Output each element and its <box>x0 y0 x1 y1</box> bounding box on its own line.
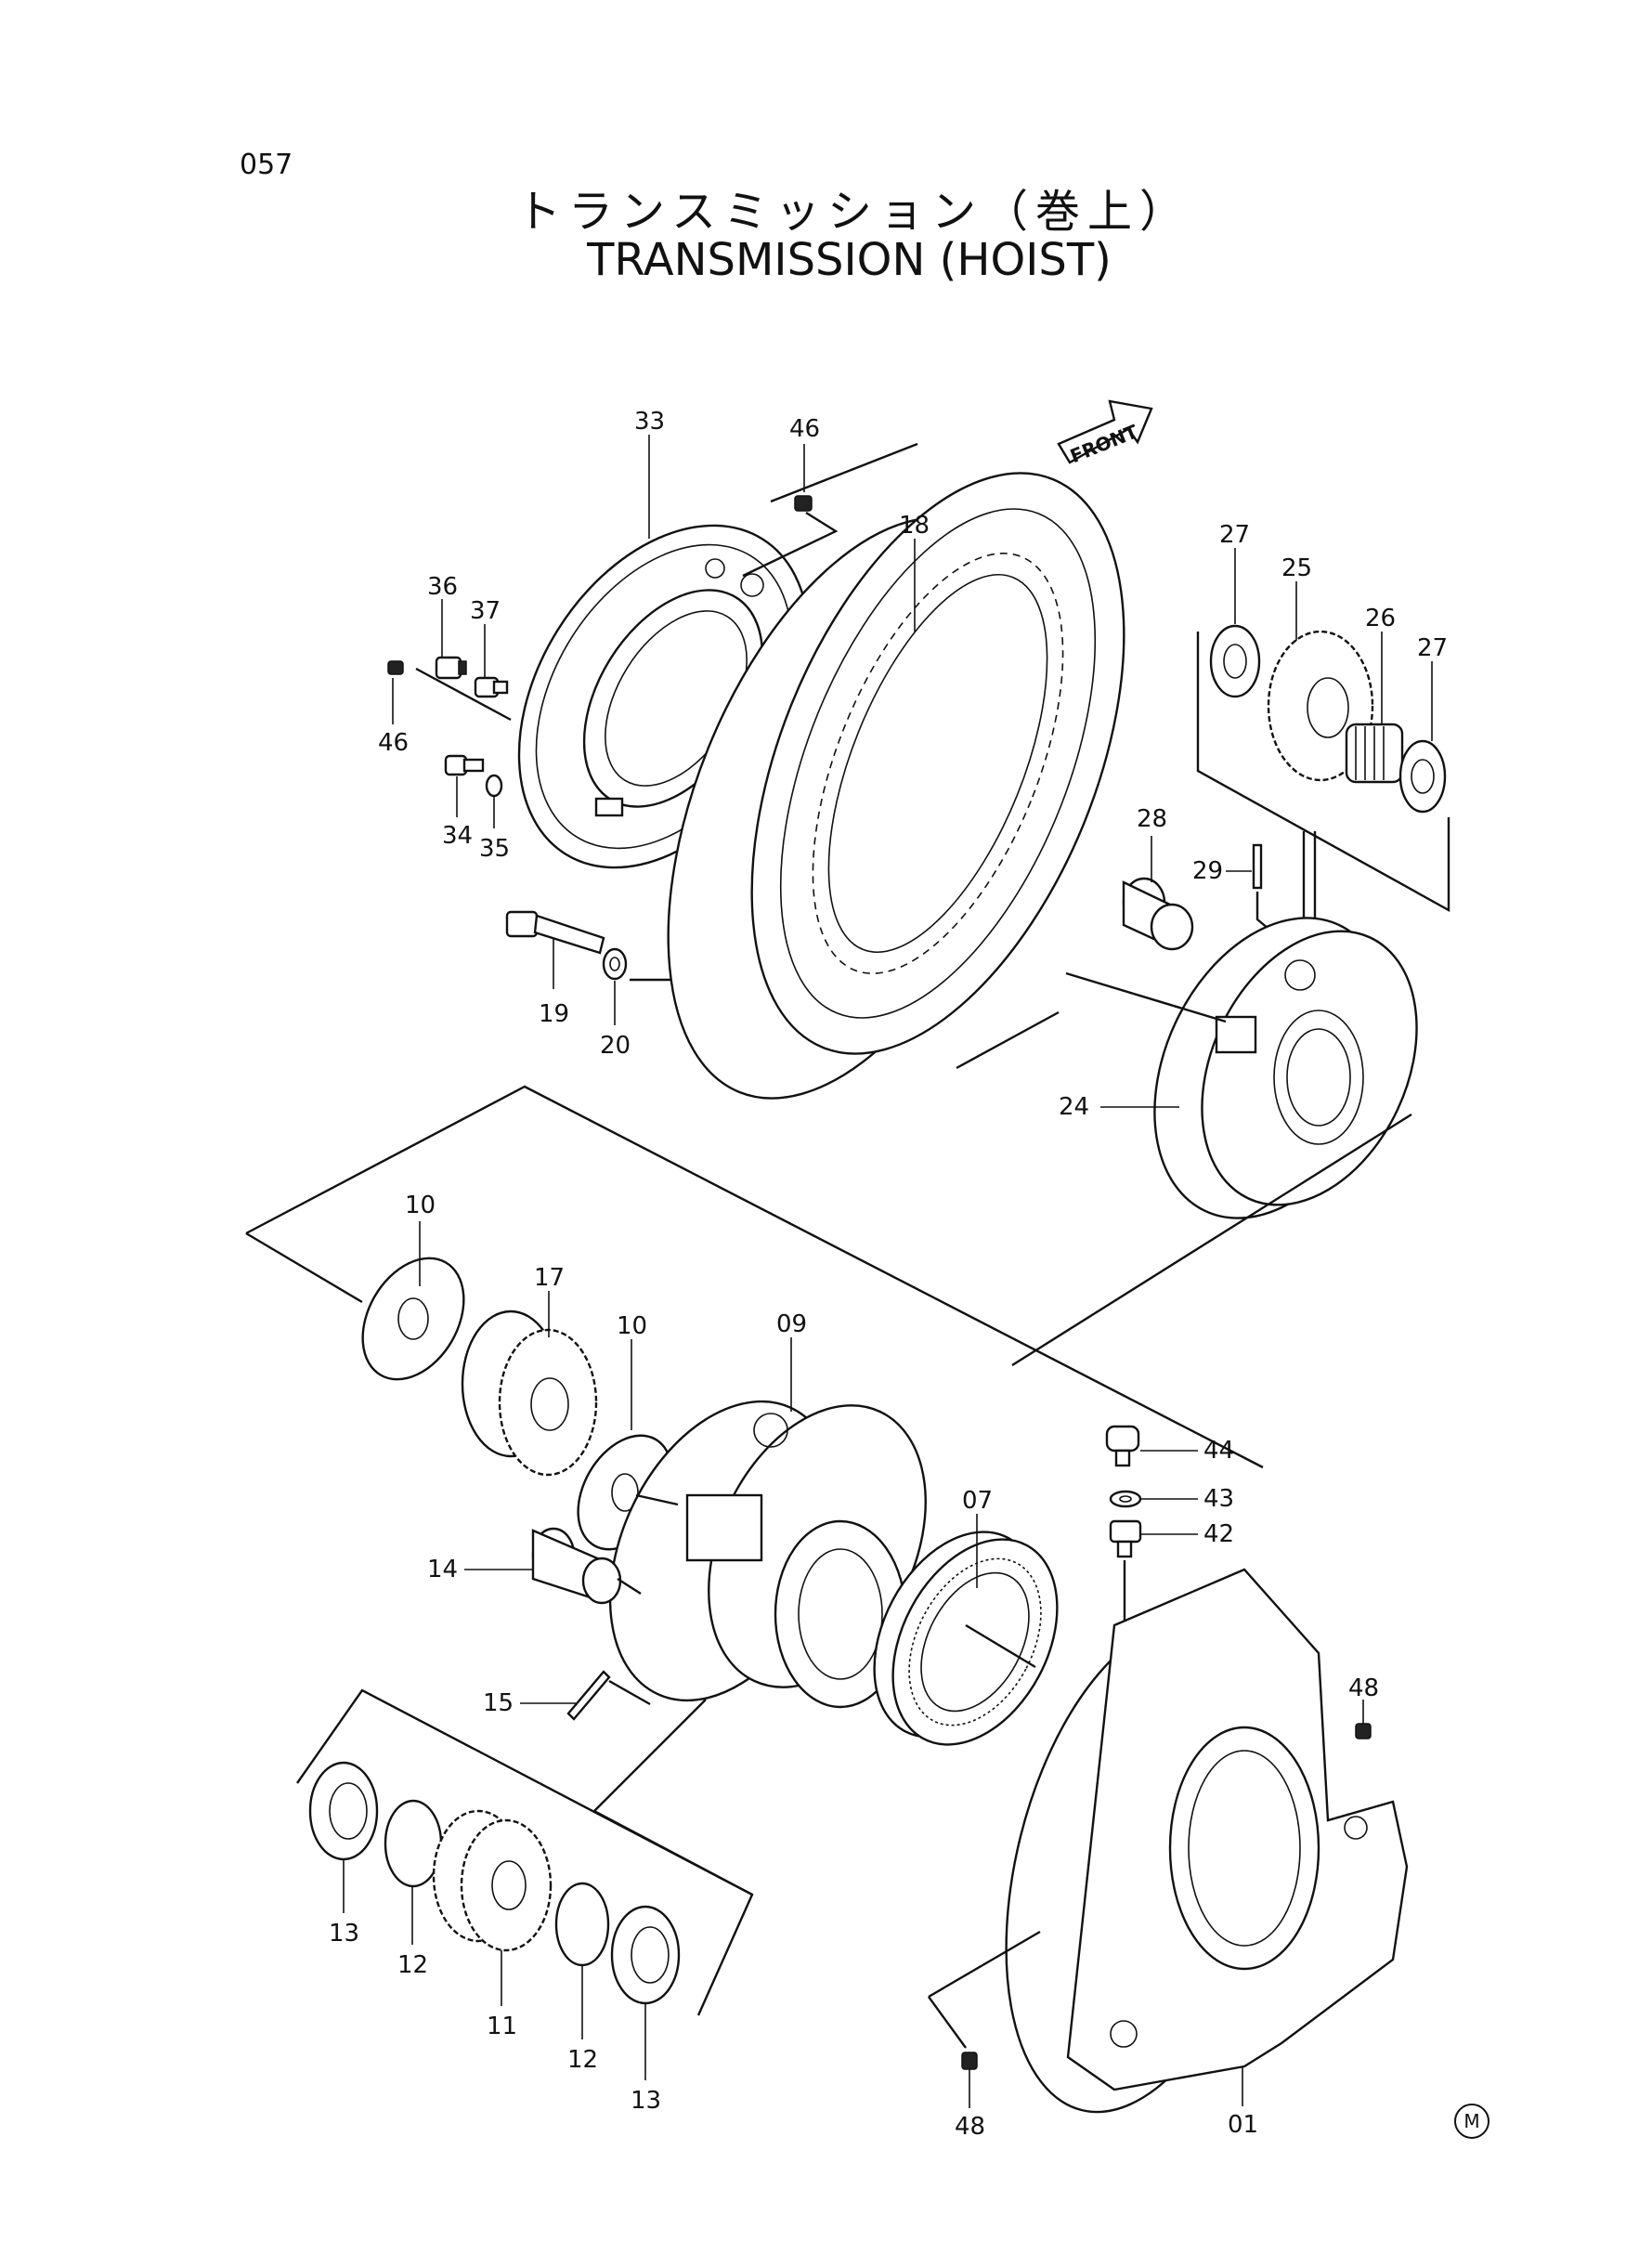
callout-10-left: 10 <box>405 1192 436 1219</box>
callout-11: 11 <box>487 2013 517 2040</box>
thrust-washer-27-left <box>1209 624 1261 698</box>
carrier-24 <box>1153 917 1418 1219</box>
plug-48-right <box>1355 1723 1372 1739</box>
callout-34: 34 <box>442 822 473 850</box>
callout-27-right: 27 <box>1417 634 1448 662</box>
callout-07: 07 <box>962 1487 993 1515</box>
bolt-19 <box>505 910 605 955</box>
callout-37: 37 <box>470 597 501 625</box>
callout-19: 19 <box>539 1000 569 1028</box>
callout-27-left: 27 <box>1219 521 1250 549</box>
callout-13-right: 13 <box>631 2087 661 2115</box>
callout-12-right: 12 <box>567 2046 598 2074</box>
spring-pin-15 <box>566 1670 611 1721</box>
bearing-13-left <box>308 1761 379 1861</box>
pin-14 <box>531 1527 622 1605</box>
callout-17: 17 <box>534 1264 565 1292</box>
callout-13-left: 13 <box>329 1920 359 1948</box>
callout-46-top: 46 <box>789 415 820 443</box>
gear-11 <box>432 1809 553 1952</box>
bearing-07 <box>873 1531 1059 1746</box>
title-english: TRANSMISSION (HOIST) <box>587 234 1112 286</box>
callout-29: 29 <box>1192 857 1223 885</box>
needle-bearing-26 <box>1345 723 1404 784</box>
title-japanese: トランスミッション（巻上） <box>515 186 1192 238</box>
callout-43: 43 <box>1203 1485 1234 1513</box>
callout-01: 01 <box>1228 2111 1258 2139</box>
thrust-washer-10-left <box>361 1257 465 1381</box>
callout-48-right: 48 <box>1348 1674 1379 1702</box>
front-arrow: FRONT <box>1057 399 1153 467</box>
adapter-42 <box>1109 1519 1142 1558</box>
spring-pin-29 <box>1252 843 1263 890</box>
plug-37 <box>474 676 509 698</box>
washer-35 <box>485 774 503 798</box>
callout-20: 20 <box>600 1032 631 1060</box>
callout-46-left: 46 <box>378 729 409 757</box>
callout-14: 14 <box>427 1556 458 1583</box>
shaft-28 <box>1122 877 1194 951</box>
corner-mark: M <box>1454 2104 1489 2139</box>
bearing-13-right <box>610 1905 681 2005</box>
carrier-09 <box>608 1400 927 1709</box>
callout-09: 09 <box>776 1310 807 1338</box>
plug-46-top <box>794 495 813 512</box>
plug-48-bottom <box>961 2052 978 2070</box>
callout-33: 33 <box>634 408 665 436</box>
callout-24: 24 <box>1059 1093 1089 1121</box>
washer-43 <box>1109 1490 1142 1508</box>
callout-12-left: 12 <box>397 1951 428 1979</box>
bolt-34 <box>444 754 485 776</box>
callout-36: 36 <box>427 573 458 601</box>
callout-15: 15 <box>483 1689 514 1717</box>
plug-46-left <box>387 660 404 675</box>
callout-42: 42 <box>1203 1520 1234 1548</box>
callout-26: 26 <box>1365 605 1396 632</box>
callout-44: 44 <box>1203 1437 1234 1465</box>
ring-gear-18 <box>667 442 1125 1100</box>
callout-35: 35 <box>479 835 510 863</box>
callout-28: 28 <box>1137 805 1167 833</box>
washer-20 <box>602 947 628 981</box>
callout-48-bottom: 48 <box>955 2113 985 2141</box>
callout-18: 18 <box>899 512 930 540</box>
gear-17 <box>461 1309 598 1477</box>
page-number: 057 <box>240 149 293 181</box>
snap-ring-12-right <box>554 1882 610 1967</box>
callout-10-right: 10 <box>617 1312 647 1340</box>
thrust-washer-27-right <box>1398 739 1447 814</box>
callout-25: 25 <box>1281 554 1312 582</box>
breather-44 <box>1105 1425 1140 1467</box>
housing-01 <box>1005 1568 1409 2114</box>
plug-36 <box>435 656 467 680</box>
